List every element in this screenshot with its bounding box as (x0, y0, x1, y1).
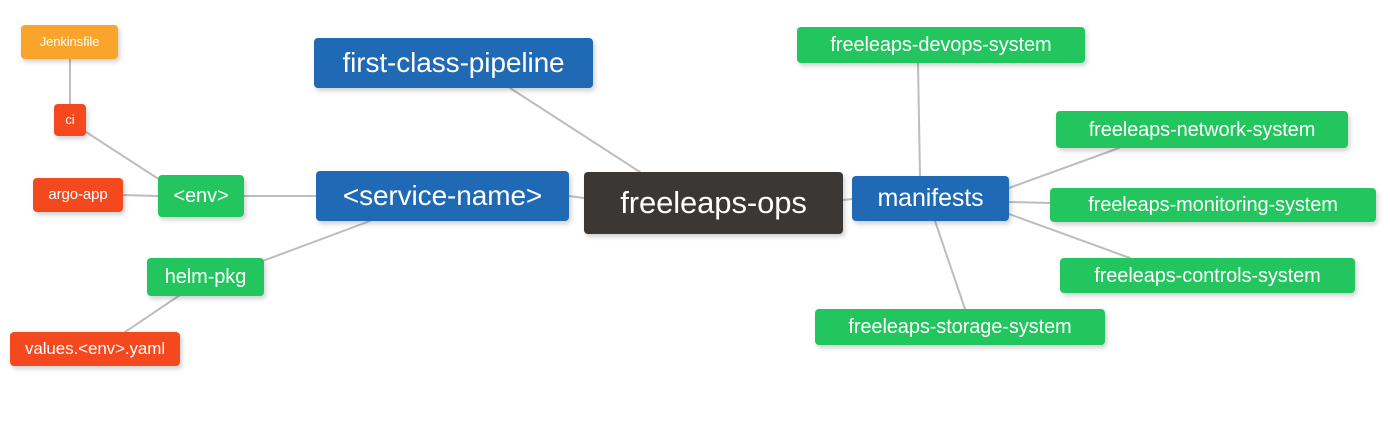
mindmap-node-label: freeleaps-network-system (1088, 118, 1316, 141)
mindmap-node-freeleaps-controls-system[interactable]: freeleaps-controls-system (1060, 258, 1355, 293)
mindmap-node-first-class-pipeline[interactable]: first-class-pipeline (314, 38, 593, 88)
mindmap-node-label: values.<env>.yaml (24, 338, 166, 358)
mindmap-node-label: first-class-pipeline (342, 46, 565, 78)
mindmap-edge (259, 220, 371, 263)
mindmap-node-freeleaps-network-system[interactable]: freeleaps-network-system (1056, 111, 1348, 148)
mindmap-node-label: freeleaps-controls-system (1094, 264, 1321, 287)
mindmap-edge (1008, 147, 1120, 189)
mindmap-node-freeleaps-monitoring-system[interactable]: freeleaps-monitoring-system (1050, 188, 1376, 222)
mindmap-node-label: <service-name> (342, 179, 543, 211)
mindmap-node-argo-app[interactable]: argo-app (33, 178, 123, 212)
mindmap-edge (85, 131, 161, 181)
mindmap-edge (1008, 201, 1051, 204)
mindmap-node-ci[interactable]: ci (54, 104, 86, 136)
mindmap-node-label: argo-app (48, 185, 108, 203)
mindmap-edge (568, 195, 585, 199)
mindmap-node-label: freeleaps-monitoring-system (1088, 194, 1338, 216)
mindmap-node-manifests[interactable]: manifests (852, 176, 1009, 221)
mindmap-edge (917, 62, 921, 177)
mindmap-node-label: <env> (173, 185, 229, 207)
mindmap-node-freeleaps-devops-system[interactable]: freeleaps-devops-system (797, 27, 1085, 63)
mindmap-node-service-name[interactable]: <service-name> (316, 171, 569, 221)
mindmap-edge (122, 194, 159, 197)
mindmap-node-freeleaps-storage-system[interactable]: freeleaps-storage-system (815, 309, 1105, 345)
mindmap-node-values-yaml[interactable]: values.<env>.yaml (10, 332, 180, 366)
mindmap-node-label: freeleaps-storage-system (848, 316, 1072, 338)
mindmap-node-env[interactable]: <env> (158, 175, 244, 217)
mindmap-edge (124, 294, 181, 333)
mindmap-node-label: freeleaps-devops-system (830, 34, 1052, 56)
mindmap-node-helm-pkg[interactable]: helm-pkg (147, 258, 264, 296)
mindmap-node-freeleaps-ops[interactable]: freeleaps-ops (584, 172, 843, 234)
mindmap-node-label: ci (65, 111, 75, 127)
mindmap-node-label: freeleaps-ops (620, 184, 807, 220)
mindmap-node-jenkinsfile[interactable]: Jenkinsfile (21, 25, 118, 59)
mindmap-node-label: helm-pkg (164, 266, 247, 288)
mindmap-node-label: Jenkinsfile (39, 33, 100, 49)
mindmap-edge (509, 87, 641, 173)
mindmap-node-label: manifests (877, 183, 984, 212)
mindmap-edge (934, 220, 966, 310)
mindmap-edge (842, 198, 853, 201)
